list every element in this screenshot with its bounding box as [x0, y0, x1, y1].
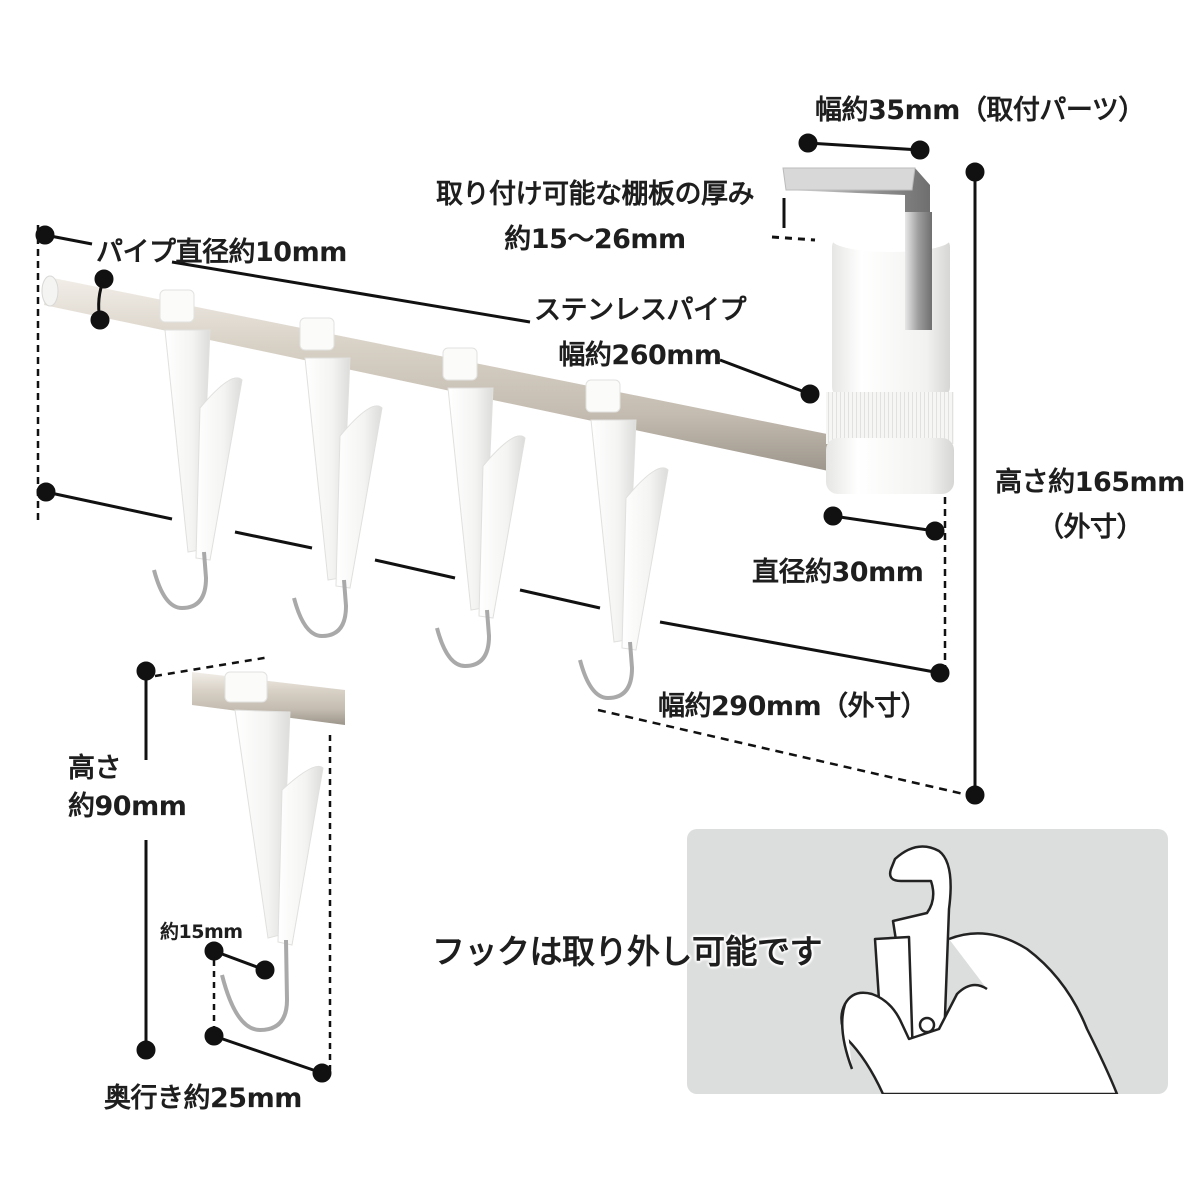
hook-width-label: 約15mm — [160, 921, 243, 943]
clip-height-label: 高さ 約90mm — [68, 750, 187, 826]
clip-height-line2: 約90mm — [68, 791, 187, 822]
mount-width-label: 幅約35mm（取付パーツ） — [815, 95, 1145, 126]
clip-hooks — [152, 289, 669, 701]
stainless-pipe-label: ステンレスパイプ 幅約260mm — [520, 288, 760, 372]
shelf-thickness-label-line2: 約15〜26mm — [504, 224, 686, 255]
hand-holding-clip-illustration — [840, 845, 1119, 1096]
stainless-pipe-name: ステンレスパイプ — [534, 295, 747, 326]
mount-diameter-label: 直径約30mm — [752, 557, 924, 588]
total-width-label: 幅約290mm（外寸） — [658, 691, 928, 722]
shelf-thickness-label: 取り付け可能な棚板の厚み 約15〜26mm — [415, 172, 775, 256]
total-height-line2: （外寸） — [1037, 512, 1144, 543]
clip-detail — [192, 671, 345, 1033]
dimension-lines — [35, 133, 985, 1083]
clip-height-line1: 高さ — [68, 753, 122, 784]
removable-hook-inset — [687, 829, 1168, 1096]
shelf-thickness-label-line1: 取り付け可能な棚板の厚み — [436, 179, 755, 210]
stainless-pipe-width: 幅約260mm — [558, 340, 722, 371]
total-height-line1: 高さ約165mm — [995, 467, 1185, 498]
total-height-label: 高さ約165mm （外寸） — [985, 460, 1195, 544]
pipe-diameter-label: パイプ直径約10mm — [96, 237, 347, 268]
clip-depth-label: 奥行き約25mm — [104, 1083, 302, 1114]
mount-part — [782, 167, 954, 494]
removable-hook-note: フックは取り外し可能です — [432, 932, 823, 971]
